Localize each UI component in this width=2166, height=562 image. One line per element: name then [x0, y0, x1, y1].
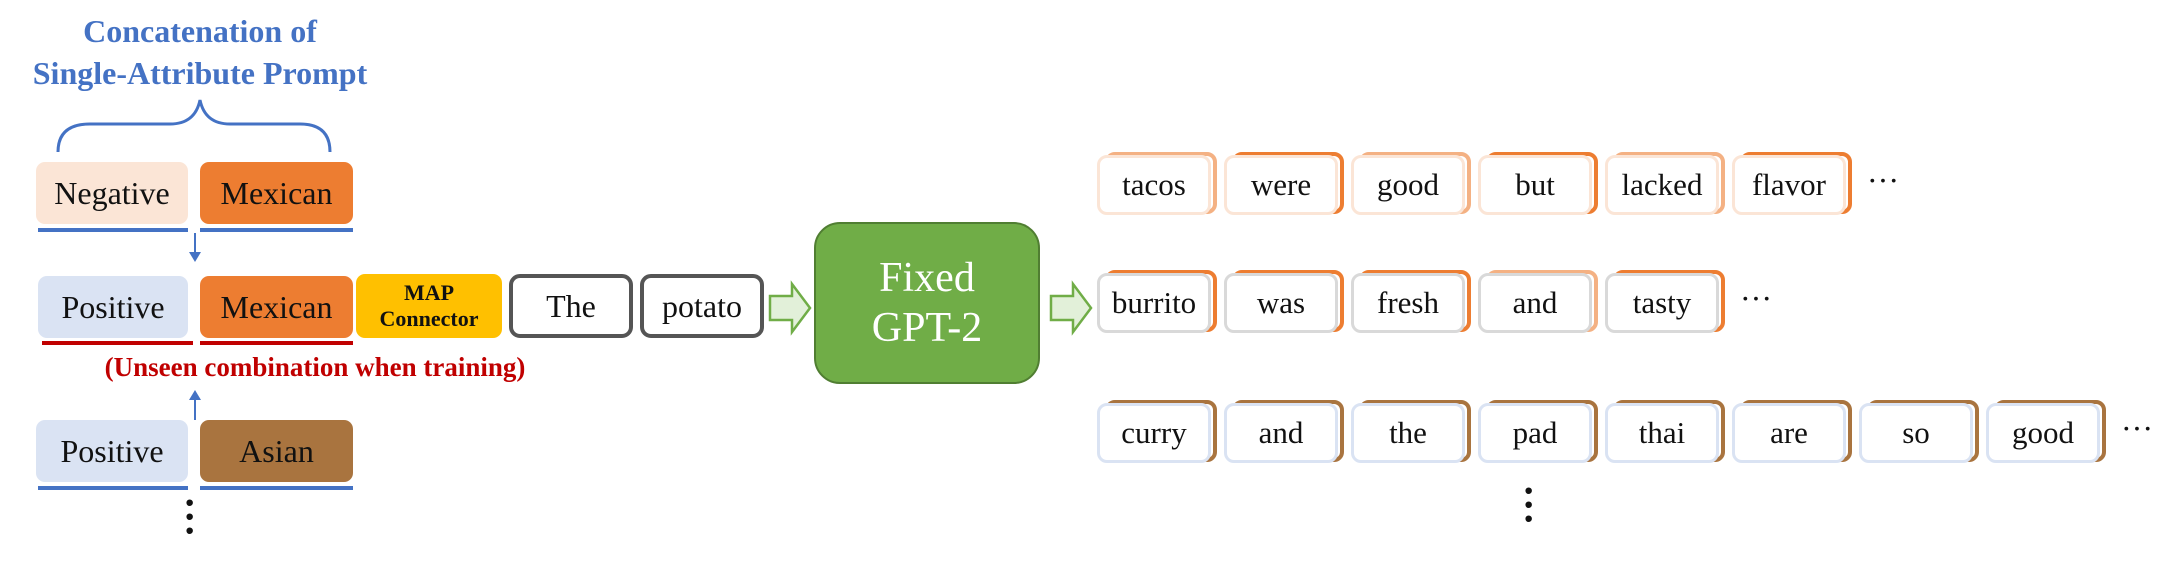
curly-brace: [56, 99, 332, 153]
token-text: thai: [1605, 403, 1719, 463]
output-token: tacos: [1097, 152, 1217, 216]
attr-mexican-box-2: Mexican: [200, 276, 353, 338]
attr-negative-box: Negative: [36, 162, 188, 224]
token-text: flavor: [1732, 155, 1846, 215]
prompt-concat-title-line1: Concatenation of: [83, 13, 317, 49]
output-token: the: [1351, 400, 1471, 464]
token-text: good: [1986, 403, 2100, 463]
input-word-potato: potato: [640, 274, 764, 338]
output-token: was: [1224, 270, 1344, 334]
arrow-right-icon-1: [768, 280, 812, 336]
token-text: and: [1224, 403, 1338, 463]
input-word-the: The: [509, 274, 633, 338]
token-text: pad: [1478, 403, 1592, 463]
arrow-right-icon-2: [1049, 280, 1093, 336]
token-text: and: [1478, 273, 1592, 333]
arrow-down-icon: [189, 252, 201, 262]
token-text: fresh: [1351, 273, 1465, 333]
token-text: the: [1351, 403, 1465, 463]
prompt-concat-title-line2: Single-Attribute Prompt: [32, 55, 368, 91]
fixed-gpt2-model: Fixed GPT-2: [814, 222, 1040, 384]
vertical-ellipsis-right: ···: [1522, 468, 1536, 541]
row-ellipsis: ···: [1740, 280, 1772, 316]
token-text: were: [1224, 155, 1338, 215]
output-token: were: [1224, 152, 1344, 216]
output-token: lacked: [1605, 152, 1725, 216]
gpt-line2: GPT-2: [871, 305, 983, 351]
token-text: but: [1478, 155, 1592, 215]
gpt-line1: Fixed: [879, 255, 975, 301]
map-connector-box: MAP Connector: [356, 274, 502, 338]
prompt-concat-title: Concatenation of Single-Attribute Prompt: [0, 10, 400, 94]
token-text: burrito: [1097, 273, 1211, 333]
output-token: fresh: [1351, 270, 1471, 334]
attr-positive-box-2: Positive: [38, 276, 188, 338]
output-token: so: [1859, 400, 1979, 464]
token-text: curry: [1097, 403, 1211, 463]
output-token: good: [1351, 152, 1471, 216]
token-text: lacked: [1605, 155, 1719, 215]
output-token: pad: [1478, 400, 1598, 464]
output-token: and: [1478, 270, 1598, 334]
output-token: thai: [1605, 400, 1725, 464]
map-connector-line1: MAP: [403, 280, 455, 305]
token-text: are: [1732, 403, 1846, 463]
output-token: and: [1224, 400, 1344, 464]
row-ellipsis: ···: [1867, 162, 1899, 198]
token-text: good: [1351, 155, 1465, 215]
token-text: tasty: [1605, 273, 1719, 333]
output-token: tasty: [1605, 270, 1725, 334]
token-text: was: [1224, 273, 1338, 333]
output-token: burrito: [1097, 270, 1217, 334]
output-token: but: [1478, 152, 1598, 216]
output-token: flavor: [1732, 152, 1852, 216]
token-text: tacos: [1097, 155, 1211, 215]
output-token: curry: [1097, 400, 1217, 464]
output-token: are: [1732, 400, 1852, 464]
row-ellipsis: ···: [2121, 410, 2153, 446]
map-connector-line2: Connector: [379, 306, 479, 331]
arrow-up-icon: [189, 390, 201, 400]
attr-asian-box: Asian: [200, 420, 353, 482]
output-token: good: [1986, 400, 2106, 464]
attr-positive-box-3: Positive: [36, 420, 188, 482]
unseen-combination-note: (Unseen combination when training): [104, 352, 526, 382]
token-text: so: [1859, 403, 1973, 463]
attr-mexican-box-1: Mexican: [200, 162, 353, 224]
